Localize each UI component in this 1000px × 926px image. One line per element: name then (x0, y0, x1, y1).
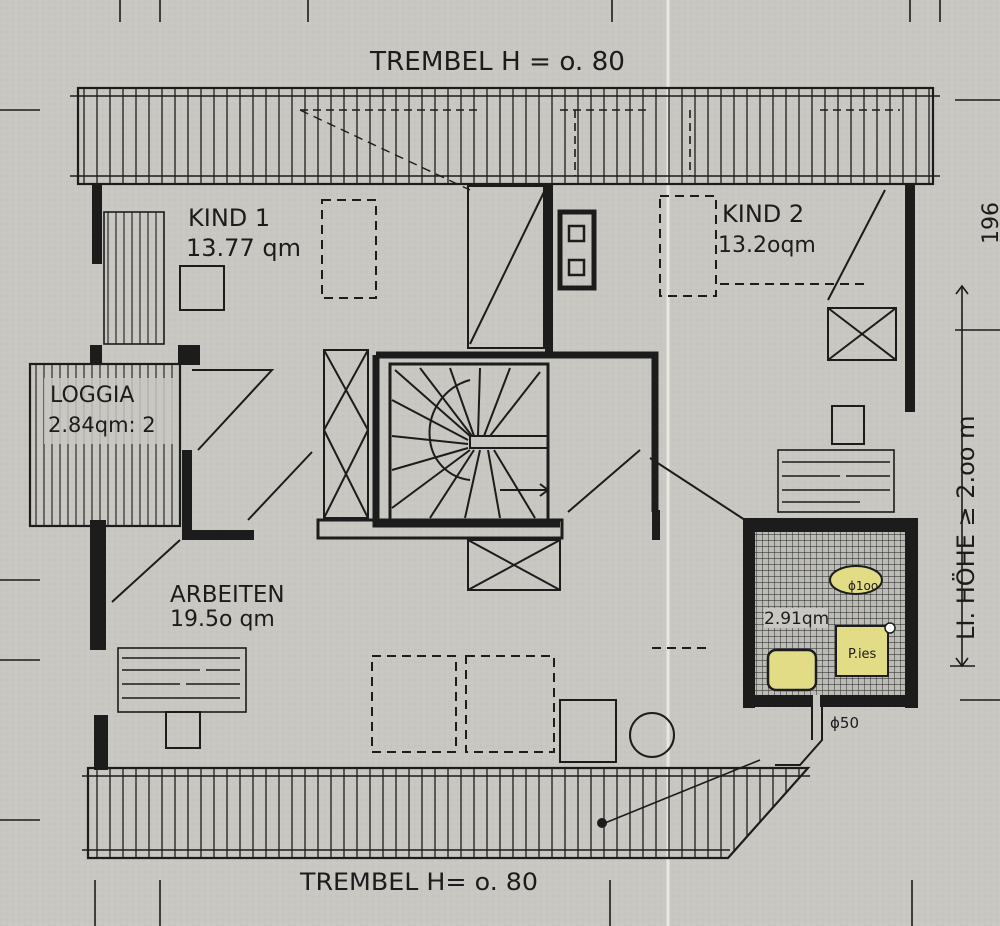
kind1-name: KIND 1 (188, 204, 270, 232)
bottom-knee-wall (82, 759, 811, 860)
cabinets (165, 189, 897, 763)
arbeiten-name: ARBEITEN (170, 582, 285, 608)
loggia-name: LOGGIA (50, 383, 134, 408)
loggia-area: 2.84qm: 2 (48, 413, 156, 437)
dimension-line (950, 284, 975, 668)
bath-fixture-2: P.ies (848, 647, 877, 662)
dimension-196: 196 (979, 202, 1000, 244)
pipe-label: ϕ50 (830, 714, 859, 732)
bathroom (755, 532, 905, 766)
doors (111, 185, 746, 603)
kind1-area: 13.77 qm (186, 234, 301, 262)
bath-fixture-1: ϕ1oo (848, 579, 878, 593)
bottom-knee-wall-label: TREMBEL H= o. 80 (299, 868, 538, 896)
kind2-name: KIND 2 (722, 200, 804, 228)
bath-area: 2.91qm (764, 609, 829, 629)
clear-height-label: LI. HÖHE ≥ 2.oo m (951, 416, 980, 641)
loggia (28, 362, 182, 528)
walls (90, 184, 918, 770)
chimney (557, 209, 597, 291)
kind2-area: 13.2oqm (718, 233, 816, 258)
arbeiten-area: 19.5o qm (170, 607, 275, 632)
top-knee-wall-label: TREMBEL H = o. 80 (369, 47, 625, 77)
top-knee-wall (70, 86, 940, 191)
stairwell (316, 349, 659, 591)
beds (103, 211, 895, 713)
furniture-dashed (321, 195, 870, 753)
